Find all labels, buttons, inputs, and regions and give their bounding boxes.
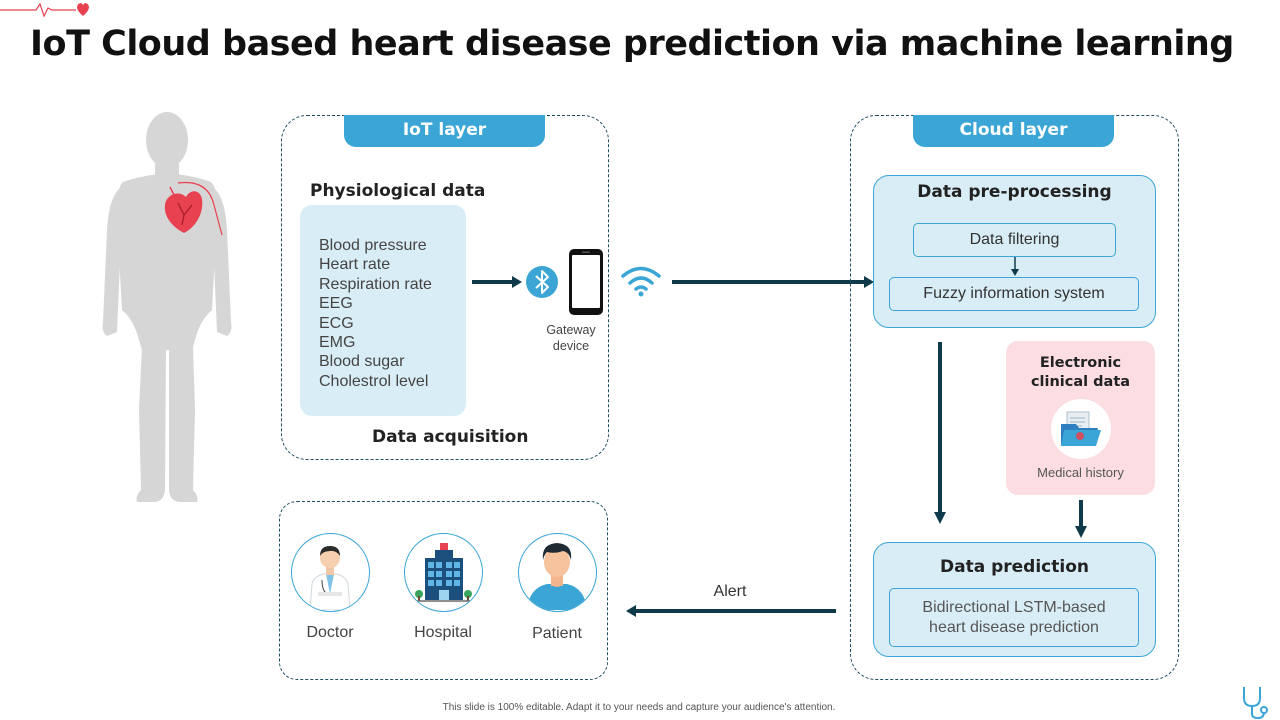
wifi-icon <box>621 266 661 297</box>
list-item: ECG <box>319 314 354 332</box>
clinical-data-title: Electronic clinical data <box>1030 355 1131 390</box>
hospital-label: Hospital <box>414 624 472 641</box>
list-item: EEG <box>319 295 353 313</box>
stethoscope-icon <box>1243 687 1268 720</box>
patient-avatar <box>518 533 597 612</box>
hospital-avatar <box>404 533 483 612</box>
vitals-list: Blood pressure Heart rate Respiration ra… <box>319 236 432 391</box>
gateway-device-label: Gateway device <box>546 323 596 353</box>
arrow-clinical-to-prediction <box>1075 500 1087 538</box>
lstm-prediction-step: Bidirectional LSTM-based heart disease p… <box>889 588 1139 647</box>
data-acquisition-label: Data acquisition <box>372 427 529 447</box>
vitals-box <box>300 205 466 416</box>
cloud-layer-tab: Cloud layer <box>913 115 1114 147</box>
list-item: Respiration rate <box>319 275 432 293</box>
arrow-to-cloud <box>672 276 874 288</box>
human-body-icon <box>102 112 232 502</box>
medical-folder-icon <box>1051 399 1111 459</box>
patient-label: Patient <box>532 625 582 642</box>
arrow-filter-to-fuzzy <box>1011 257 1019 276</box>
doctor-label: Doctor <box>306 624 354 641</box>
physiological-data-heading: Physiological data <box>310 181 486 201</box>
footer-note: This slide is 100% editable. Adapt it to… <box>442 702 836 713</box>
data-prediction-title: Data prediction <box>940 557 1089 577</box>
doctor-avatar <box>291 533 370 612</box>
alert-label: Alert <box>713 583 747 600</box>
heart-icon <box>164 181 223 236</box>
alert-arrow <box>626 605 836 617</box>
iot-layer-tab: IoT layer <box>344 115 545 147</box>
recipients-panel <box>279 501 608 680</box>
heartbeat-logo-icon <box>0 2 89 18</box>
fuzzy-information-system-step: Fuzzy information system <box>889 277 1139 311</box>
doctor-icon <box>309 546 351 611</box>
list-item: Blood sugar <box>319 353 405 371</box>
patient-icon <box>527 543 587 610</box>
page-title: IoT Cloud based heart disease prediction… <box>30 24 1234 64</box>
list-item: Cholestrol level <box>319 372 429 390</box>
smartphone-icon <box>569 249 603 315</box>
bluetooth-icon <box>526 266 558 298</box>
arrow-to-prediction <box>934 342 946 524</box>
list-item: Heart rate <box>319 256 391 274</box>
data-preprocessing-title: Data pre-processing <box>917 182 1112 202</box>
arrow-to-gateway <box>472 276 522 288</box>
list-item: Blood pressure <box>319 237 427 254</box>
list-item: EMG <box>319 334 356 352</box>
medical-history-caption: Medical history <box>1037 465 1124 480</box>
hospital-icon <box>413 543 475 602</box>
data-filtering-step: Data filtering <box>913 223 1116 257</box>
